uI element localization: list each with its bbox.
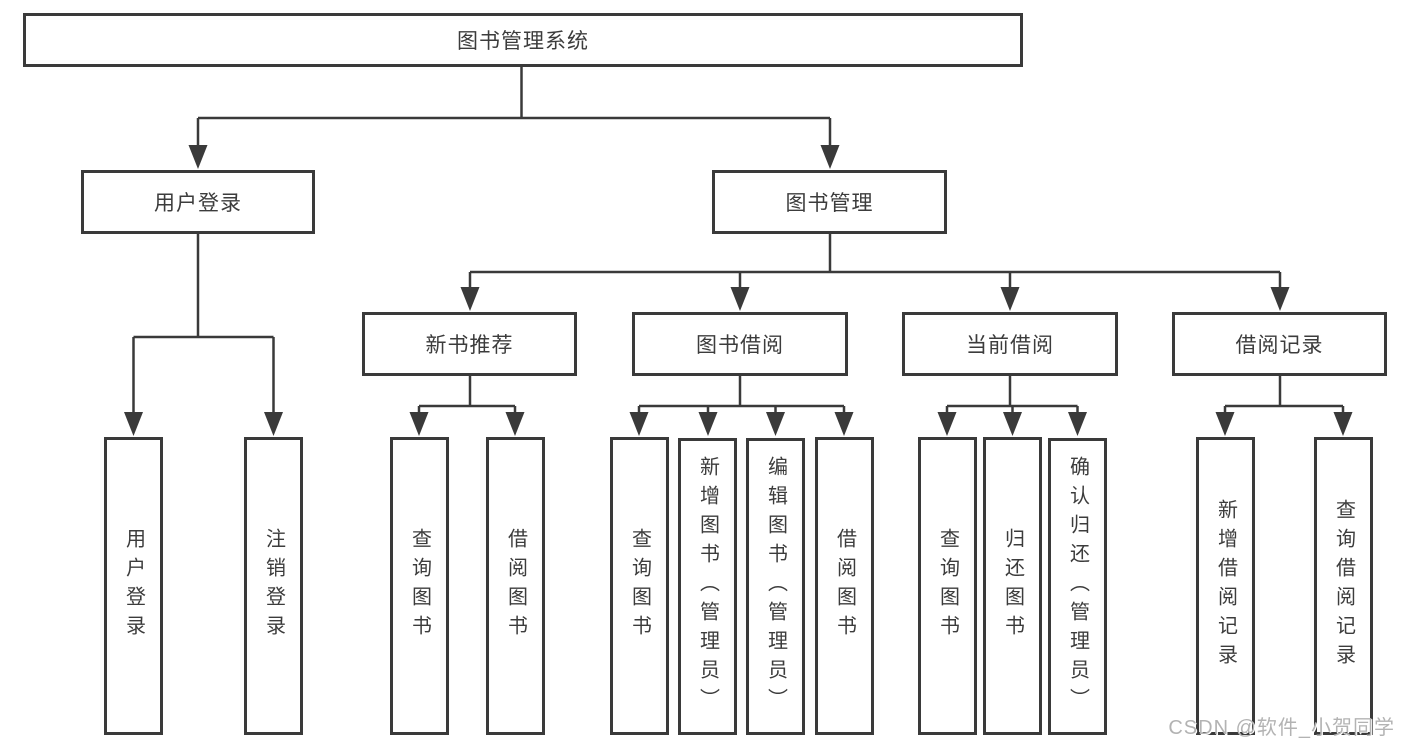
leaf-logout-label: 注销登录 [262, 528, 285, 644]
leaf-query-borrow-record: 查询借阅记录 [1314, 437, 1373, 735]
leaf-return-book-label: 归还图书 [1001, 528, 1024, 644]
node-book-borrow: 图书借阅 [632, 312, 848, 376]
leaf-logout: 注销登录 [244, 437, 303, 735]
node-book-borrow-label: 图书借阅 [696, 334, 784, 357]
node-book-management: 图书管理 [712, 170, 947, 234]
node-current-borrow-label: 当前借阅 [966, 334, 1054, 357]
leaf-query-book-recommend-label: 查询图书 [408, 528, 431, 644]
leaf-return-book: 归还图书 [983, 437, 1042, 735]
leaf-query-borrow-record-label: 查询借阅记录 [1332, 499, 1355, 673]
leaf-query-book-current-label: 查询图书 [936, 528, 959, 644]
node-root-label: 图书管理系统 [457, 30, 589, 53]
leaf-edit-book-admin-label: 编辑图书（管理员） [764, 456, 787, 717]
leaf-query-book-current: 查询图书 [918, 437, 977, 735]
node-user-login-label: 用户登录 [154, 192, 242, 215]
leaf-user-login: 用户登录 [104, 437, 163, 735]
leaf-query-book-borrow-label: 查询图书 [628, 528, 651, 644]
arrowheads [124, 145, 1353, 436]
node-new-book-recommend: 新书推荐 [362, 312, 577, 376]
leaf-add-borrow-record: 新增借阅记录 [1196, 437, 1255, 735]
leaf-user-login-label: 用户登录 [122, 528, 145, 644]
node-new-book-recommend-label: 新书推荐 [425, 334, 514, 357]
csdn-watermark: CSDN @软件_小贺同学 [1168, 717, 1395, 739]
leaf-confirm-return-admin: 确认归还（管理员） [1048, 438, 1107, 735]
node-borrow-records: 借阅记录 [1172, 312, 1387, 376]
leaf-borrow-book-recommend-label: 借阅图书 [504, 528, 527, 644]
leaf-add-borrow-record-label: 新增借阅记录 [1214, 499, 1237, 673]
leaf-add-book-admin-label: 新增图书（管理员） [696, 456, 719, 717]
leaf-borrow-book-label: 借阅图书 [833, 528, 856, 644]
leaf-query-book-recommend: 查询图书 [390, 437, 449, 735]
leaf-borrow-book-recommend: 借阅图书 [486, 437, 545, 735]
node-book-management-label: 图书管理 [785, 192, 874, 215]
node-user-login: 用户登录 [81, 170, 315, 234]
leaf-add-book-admin: 新增图书（管理员） [678, 438, 737, 735]
node-root-library-management-system: 图书管理系统 [23, 13, 1023, 67]
leaf-edit-book-admin: 编辑图书（管理员） [746, 438, 805, 735]
node-borrow-records-label: 借阅记录 [1235, 334, 1324, 357]
leaf-confirm-return-admin-label: 确认归还（管理员） [1066, 456, 1089, 717]
leaf-borrow-book: 借阅图书 [815, 437, 874, 735]
leaf-query-book-borrow: 查询图书 [610, 437, 669, 735]
node-current-borrow: 当前借阅 [902, 312, 1118, 376]
